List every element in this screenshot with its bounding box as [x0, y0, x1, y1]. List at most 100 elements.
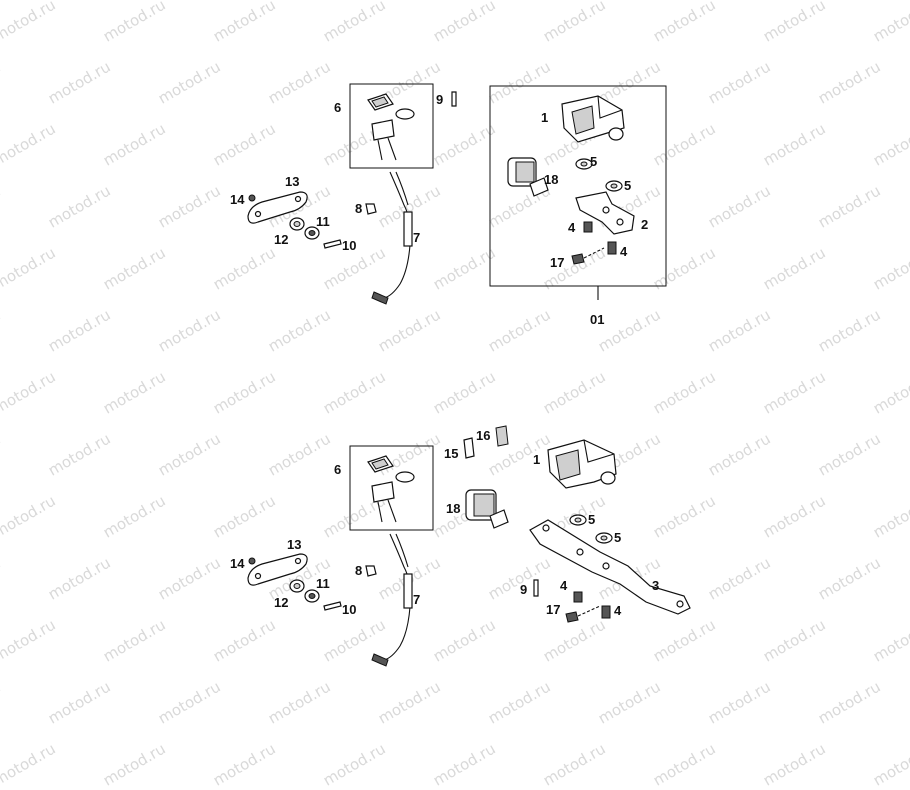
top-callout-18: 18 — [544, 172, 558, 187]
bottom-grommet-a-hole — [574, 517, 582, 523]
top-part-1-housing — [561, 95, 625, 143]
bottom-callout-4b: 4 — [614, 603, 622, 618]
watermark-text: motod.ru — [595, 677, 664, 728]
top-callout-4b: 4 — [620, 244, 628, 259]
bottom-part-6-switch-group — [349, 445, 434, 531]
bottom-part-3-bracket — [529, 519, 691, 615]
bottom-part-10-screw — [323, 601, 342, 611]
watermark-text: motod.ru — [210, 739, 279, 790]
bottom-part-18-coil — [465, 489, 509, 529]
watermark-text: motod.ru — [485, 677, 554, 728]
top-nut-hole — [308, 230, 316, 236]
bottom-part-15-plug — [463, 437, 475, 459]
top-switch-kit-box — [349, 83, 434, 169]
bottom-part-4a-bolt — [573, 591, 583, 603]
bottom-part-4b-bolt — [601, 605, 611, 619]
bottom-plate-hole-b — [294, 557, 302, 565]
top-callout-1: 1 — [541, 110, 548, 125]
top-switch-cap-window — [371, 96, 389, 108]
bottom-callout-10: 10 — [342, 602, 356, 617]
bottom-bracket-hole-a — [542, 524, 550, 532]
top-housing-edge — [597, 95, 623, 119]
bottom-part-17-screw — [565, 611, 579, 623]
top-callout-01: 01 — [590, 312, 604, 327]
bottom-callout-11: 11 — [316, 576, 330, 591]
bottom-callout-1: 1 — [533, 452, 540, 467]
top-coil-bracket — [529, 177, 549, 197]
top-screw-guide — [583, 247, 605, 259]
top-switch-gasket — [395, 108, 415, 120]
bottom-callout-6: 6 — [334, 462, 341, 477]
bottom-callout-9: 9 — [520, 582, 527, 597]
watermark-text: motod.ru — [870, 739, 910, 790]
bottom-coil-bracket — [489, 509, 509, 529]
bottom-callout-15: 15 — [444, 446, 458, 461]
bottom-part-8-clip — [365, 565, 377, 577]
bottom-callout-14: 14 — [230, 556, 245, 571]
bottom-callout-8: 8 — [355, 563, 362, 578]
bottom-screw-guide — [577, 605, 601, 617]
bottom-housing-knob — [600, 471, 616, 485]
bottom-nut-hole — [308, 593, 316, 599]
bottom-switch-kit-box — [349, 445, 434, 531]
top-kit-01-box — [489, 85, 667, 287]
bottom-switch-wires — [377, 499, 397, 523]
bottom-callout-4a: 4 — [560, 578, 568, 593]
watermark-text: motod.ru — [650, 739, 719, 790]
top-assembly: 6 9 1 5 5 18 2 4 4 17 01 13 14 11 12 10 … — [230, 83, 667, 327]
bottom-part-1-housing — [547, 439, 617, 489]
top-callout-10: 10 — [342, 238, 356, 253]
top-callout-4a: 4 — [568, 220, 576, 235]
bottom-grommet-b-hole — [600, 535, 608, 541]
bottom-callout-5a: 5 — [588, 512, 595, 527]
top-cable-connector — [371, 291, 389, 305]
top-part-4a-bolt — [583, 221, 593, 233]
top-part-6-switch-group — [349, 83, 434, 169]
watermark-text: motod.ru — [430, 739, 499, 790]
bottom-part-9-pin — [533, 579, 539, 597]
top-switch-wires — [377, 137, 397, 161]
top-callout-12: 12 — [274, 232, 288, 247]
bottom-callout-5b: 5 — [614, 530, 621, 545]
top-washer-hole — [293, 221, 301, 227]
watermark-text: motod.ru — [760, 739, 829, 790]
bottom-callout-18: 18 — [446, 501, 460, 516]
bottom-plate-hole-a — [254, 572, 262, 580]
bottom-callout-17: 17 — [546, 602, 560, 617]
top-grommet-b-hole — [610, 183, 618, 189]
bottom-callout-13: 13 — [287, 537, 301, 552]
top-callout-17: 17 — [550, 255, 564, 270]
watermark-text: motod.ru — [320, 739, 389, 790]
bottom-cable-sleeve — [403, 573, 413, 609]
bottom-switch-gasket — [395, 471, 415, 483]
top-part-9-pin — [451, 91, 457, 107]
top-callout-6: 6 — [334, 100, 341, 115]
top-bracket-hole-a — [602, 206, 610, 214]
bottom-part-14-screw — [248, 557, 256, 565]
top-housing-knob — [608, 127, 624, 141]
bottom-callout-3: 3 — [652, 578, 659, 593]
watermark-text: motod.ru — [0, 739, 59, 790]
bottom-switch-body — [371, 481, 395, 503]
watermark-text: motod.ru — [45, 677, 114, 728]
bottom-part-13-plate — [247, 553, 308, 586]
top-callout-5b: 5 — [624, 178, 631, 193]
watermark-text: motod.ru — [375, 677, 444, 728]
watermark-text: motod.ru — [705, 677, 774, 728]
bottom-switch-cap-window — [371, 458, 389, 470]
top-callout-8: 8 — [355, 201, 362, 216]
top-part-4b-bolt — [607, 241, 617, 255]
top-plate-hole-a — [254, 210, 262, 218]
bottom-bracket-hole-b — [576, 548, 584, 556]
top-part-18-coil — [507, 157, 549, 197]
top-callout-14: 14 — [230, 192, 245, 207]
top-callout-5a: 5 — [590, 154, 597, 169]
top-cable-sleeve — [403, 211, 413, 247]
top-grommet-a-hole — [580, 161, 588, 167]
top-callout-9: 9 — [436, 92, 443, 107]
bottom-part-16-plug — [495, 425, 509, 447]
top-part-14-screw — [248, 194, 256, 202]
bottom-housing-edge — [583, 439, 615, 463]
watermark-text: motod.ru — [815, 677, 884, 728]
bottom-washer-hole — [293, 583, 301, 589]
